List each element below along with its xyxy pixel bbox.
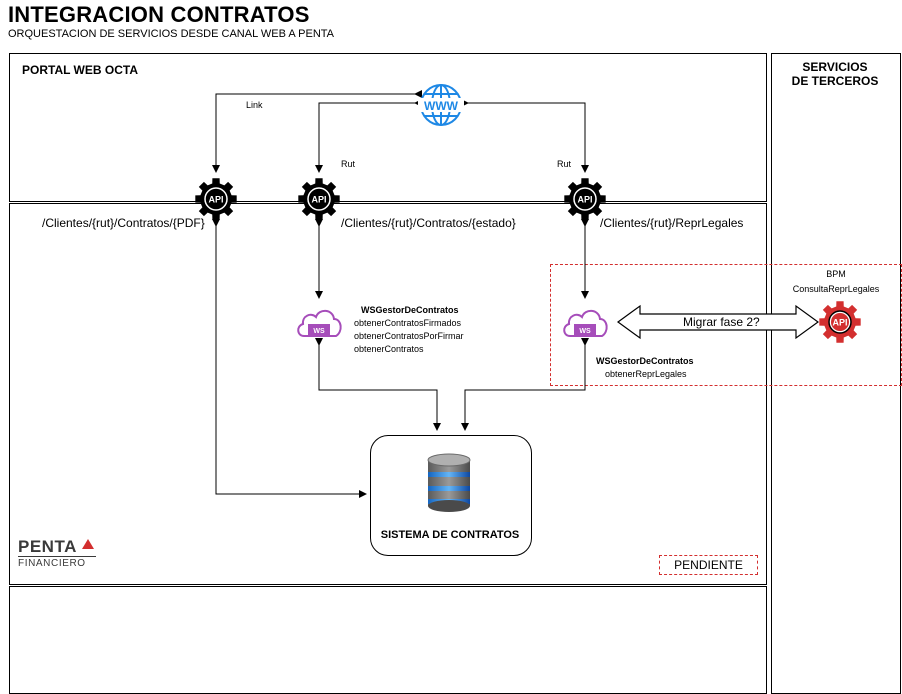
web-globe-icon: WWW — [418, 82, 464, 128]
third-party-lane — [771, 53, 901, 694]
edge-label-rut-right: Rut — [557, 159, 572, 169]
bottom-lane — [9, 586, 767, 694]
pending-legend-text: PENDIENTE — [674, 558, 743, 572]
api-path-estado: /Clientes/{rut}/Contratos/{estado} — [341, 216, 516, 230]
edge-ws-left-db — [315, 338, 441, 431]
ws-right-name: WSGestorDeContratos — [596, 356, 694, 366]
pending-legend-box: PENDIENTE — [659, 555, 758, 575]
migrate-double-arrow — [616, 304, 820, 340]
api-gear-icon-repr: API — [563, 177, 607, 221]
third-party-label-line1: SERVICIOS — [802, 60, 868, 74]
api-gear-icon-estado: API — [297, 177, 341, 221]
database-icon — [425, 452, 473, 514]
api-gear-icon-pdf: API — [194, 177, 238, 221]
portal-lane-label: PORTAL WEB OCTA — [22, 63, 138, 77]
ws-cloud-icon-right: WS — [560, 302, 610, 342]
svg-text:WWW: WWW — [424, 99, 459, 113]
gear-shape: API — [298, 178, 340, 220]
ws-cloud-icon-left: WS — [294, 302, 344, 342]
api-icon-text: API — [577, 195, 592, 205]
gear-shape: API — [819, 301, 861, 343]
api-icon-text: API — [832, 318, 847, 328]
bpm-api-gear-icon: API — [818, 300, 862, 344]
edge-globe-api-pdf — [212, 90, 422, 173]
api-path-pdf: /Clientes/{rut}/Contratos/{PDF} — [42, 216, 205, 230]
edge-ws-right-db — [461, 338, 589, 431]
ws-icon-text: WS — [579, 328, 591, 335]
ws-icon-text: WS — [313, 328, 325, 335]
api-path-repr: /Clientes/{rut}/ReprLegales — [600, 216, 744, 230]
gear-shape: API — [564, 178, 606, 220]
diagram-title: INTEGRACION CONTRATOS — [8, 2, 310, 27]
logo-main-text: PENTA — [18, 537, 77, 556]
api-icon-text: API — [208, 195, 223, 205]
gear-shape: API — [195, 178, 237, 220]
bpm-label-line2: ConsultaReprLegales — [792, 284, 880, 294]
edge-label-migrate: Migrar fase 2? — [683, 315, 760, 329]
ws-right-op: obtenerReprLegales — [605, 369, 687, 379]
ws-right-description: WSGestorDeContratos obtenerReprLegales — [596, 355, 694, 381]
edge-label-link: Link — [246, 100, 263, 110]
penta-logo: PENTA FINANCIERO — [18, 537, 102, 573]
ws-left-op: obtenerContratosFirmados — [354, 318, 462, 328]
ws-left-op: obtenerContratos — [354, 344, 424, 354]
edge-api-pdf-db — [212, 219, 367, 498]
logo-sub-text: FINANCIERO — [18, 558, 86, 569]
diagram-subtitle: ORQUESTACION DE SERVICIOS DESDE CANAL WE… — [8, 28, 334, 40]
ws-left-name: WSGestorDeContratos — [361, 305, 459, 315]
database-label: SISTEMA DE CONTRATOS — [380, 529, 520, 541]
edge-globe-api-estado — [315, 99, 422, 173]
bpm-label-line1: BPM — [826, 269, 846, 279]
logo-underline — [18, 556, 96, 557]
ws-left-op: obtenerContratosPorFirmar — [354, 331, 464, 341]
logo-accent-mark — [82, 539, 94, 549]
api-icon-text: API — [311, 195, 326, 205]
third-party-label-line2: DE TERCEROS — [791, 74, 879, 88]
ws-left-description: WSGestorDeContratos obtenerContratosFirm… — [354, 304, 464, 356]
edge-globe-api-repr — [461, 99, 589, 173]
edge-label-rut-left: Rut — [341, 159, 356, 169]
